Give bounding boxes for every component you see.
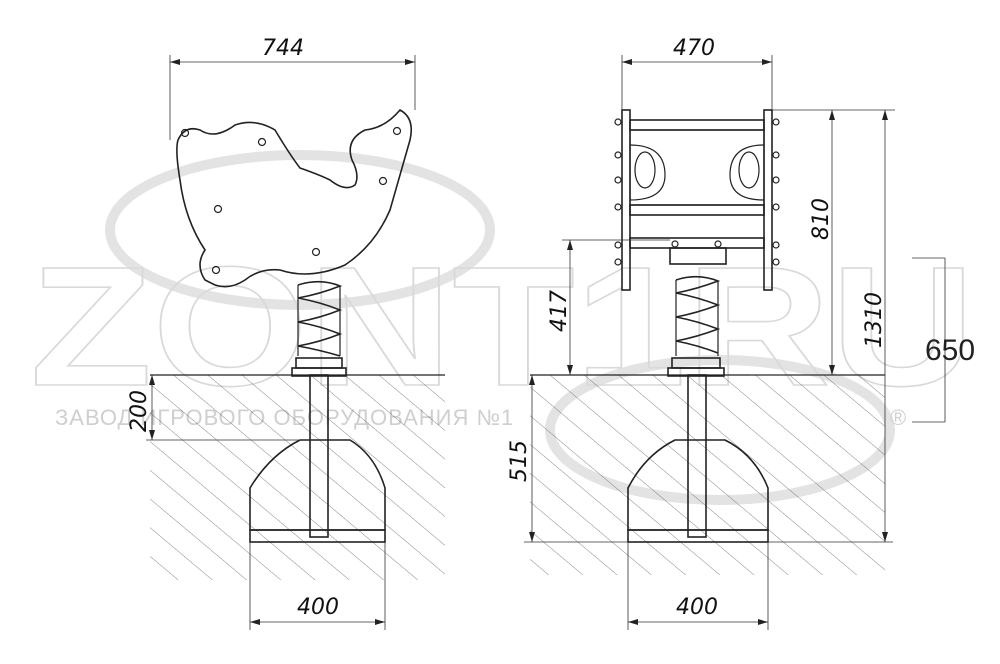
right-total-height-label: 1310 [862, 292, 887, 348]
side-height-value: 650 [925, 334, 975, 367]
left-footing-base [249, 529, 386, 543]
right-seat-frame [621, 109, 773, 291]
right-seat-bolts [614, 118, 780, 266]
left-width-label: 744 [262, 36, 304, 61]
right-view: 470 810 1310 417 515 [507, 36, 895, 630]
right-footing-dimension: 400 [627, 542, 769, 630]
left-footing-dimension: 400 [249, 542, 386, 630]
right-ground-hatch [530, 375, 885, 575]
right-underground-label: 515 [507, 440, 532, 482]
left-ground-hatch [150, 375, 445, 580]
left-spring [297, 280, 343, 357]
right-footing-label: 400 [676, 595, 718, 620]
right-footing-base [627, 529, 769, 543]
right-underground-dimension: 515 [507, 375, 628, 543]
left-concrete-footing [249, 439, 386, 531]
right-height-dimension: 810 [750, 109, 895, 376]
left-spring-base [295, 357, 343, 369]
left-post [309, 374, 329, 538]
right-width-dimension: 470 [621, 36, 773, 110]
watermark-swoosh-top [105, 150, 495, 310]
right-seat-height-label: 417 [547, 290, 572, 332]
right-width-label: 470 [673, 36, 715, 61]
left-footing-label: 400 [297, 595, 339, 620]
left-width-dimension: 744 [169, 36, 416, 140]
left-depth-label: 200 [127, 390, 152, 432]
right-seat-height-dimension: 417 [547, 239, 670, 375]
right-concrete-footing [627, 439, 769, 531]
right-total-height-dimension: 1310 [768, 110, 893, 543]
left-animal-body [176, 108, 413, 288]
right-post [687, 374, 707, 538]
right-spring-base [671, 357, 721, 369]
left-animal-bolts [180, 126, 402, 275]
right-height-label: 810 [809, 198, 834, 240]
side-height-note: 650 [912, 257, 975, 423]
left-view: 744 200 400 [127, 36, 445, 630]
left-depth-dimension: 200 [127, 375, 300, 441]
right-spring [675, 275, 721, 356]
watermark-registered-mark: ® [890, 405, 907, 430]
